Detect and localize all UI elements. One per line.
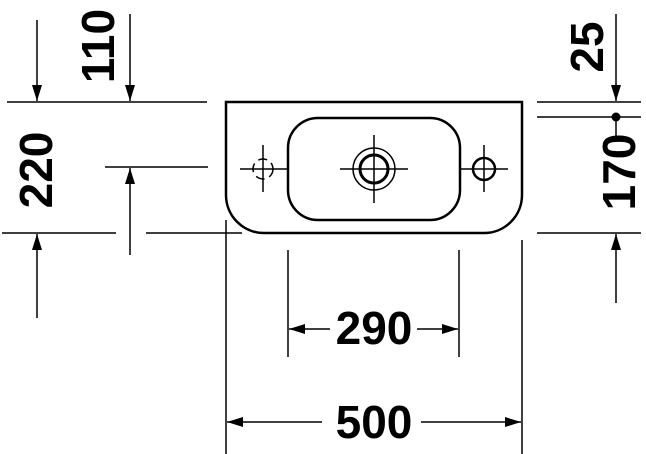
dimension-220	[2, 166, 242, 454]
dimension-label-170: 170	[593, 134, 645, 211]
dimension-110	[7, 14, 207, 103]
dimension-290	[287, 250, 460, 357]
left-tap-hole-dashed	[240, 145, 288, 192]
drain-icon	[340, 135, 408, 203]
dimension-label-290: 290	[336, 302, 413, 354]
dimension-label-25: 25	[561, 21, 613, 72]
dimension-label-500: 500	[336, 396, 413, 448]
reference-point-dot	[611, 112, 621, 122]
right-tap-hole	[460, 145, 508, 192]
dimension-25-170	[521, 14, 641, 454]
basin-outline	[224, 100, 524, 235]
dimension-label-220: 220	[10, 132, 62, 209]
dimension-label-110: 110	[72, 9, 124, 83]
